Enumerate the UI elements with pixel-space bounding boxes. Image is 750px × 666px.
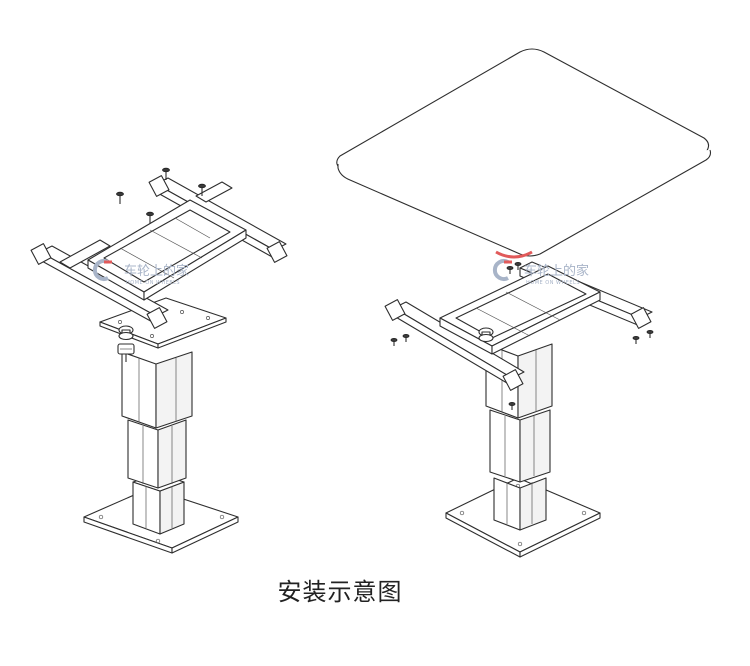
screw [506, 265, 514, 274]
screws [116, 167, 206, 224]
watermark-logo: 车轮上的家 HOME ON WHEELS [492, 259, 589, 286]
screw [508, 401, 516, 410]
screw [514, 261, 522, 270]
frame-with-tabletop: 车轮上的家 HOME ON WHEELS [336, 48, 712, 558]
adjustment-knob [118, 325, 134, 341]
watermark-tagline: HOME ON WHEELS [126, 280, 180, 286]
screw [146, 211, 154, 224]
screws [390, 261, 654, 410]
diagram-caption: 安装示意图 [277, 578, 403, 606]
watermark-brand: 车轮上的家 [124, 263, 189, 279]
lifting-column [121, 351, 193, 535]
screw [390, 337, 398, 346]
tabletop-edge-highlight [495, 250, 533, 259]
tabletop [336, 48, 712, 259]
crossbar-frame [30, 175, 288, 329]
frame-without-tabletop: 车轮上的家 HOME ON WHEELS [30, 167, 288, 554]
screw [632, 335, 640, 344]
screw [402, 333, 410, 342]
screw [646, 329, 654, 338]
hand-controller [117, 343, 135, 362]
watermark-tagline: HOME ON WHEELS [526, 280, 580, 286]
watermark-brand: 车轮上的家 [524, 263, 589, 279]
crossbar-frame [384, 261, 653, 391]
screw [116, 191, 124, 204]
watermark-logo: 车轮上的家 HOME ON WHEELS [92, 259, 189, 286]
screw [162, 167, 170, 180]
lifting-column [485, 343, 553, 531]
screw [198, 183, 206, 196]
